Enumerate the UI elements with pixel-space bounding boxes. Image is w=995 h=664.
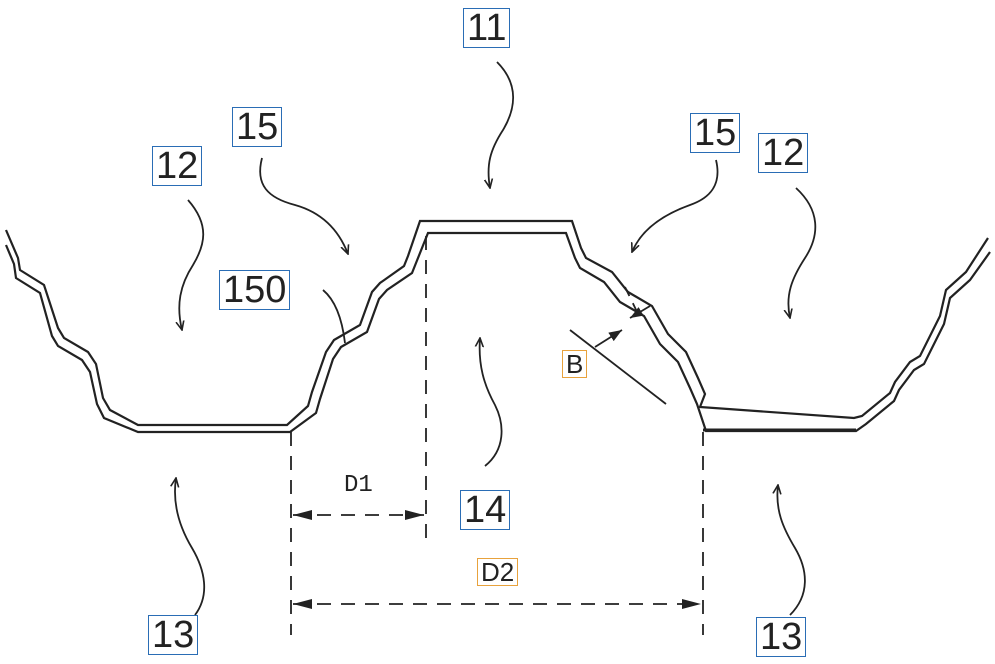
label-15-right: 15 <box>690 113 741 153</box>
profile-outer <box>4 219 989 427</box>
profile-inner <box>4 231 991 434</box>
dimension-extension-lines <box>290 236 704 635</box>
b-thickness-indicator <box>569 286 667 405</box>
leader-arrows <box>175 61 817 616</box>
leader-11 <box>489 61 515 188</box>
leader-12-left <box>179 199 204 330</box>
label-11: 11 <box>463 8 511 48</box>
label-13-left: 13 <box>148 615 199 655</box>
leader-12-right <box>788 187 817 318</box>
leader-150 <box>322 289 346 344</box>
label-d1: D1 <box>344 472 373 499</box>
d1-dimension <box>293 510 424 520</box>
d2-dimension <box>293 599 701 609</box>
leader-13-right <box>777 485 806 616</box>
leader-13-left <box>175 478 206 616</box>
label-12-right: 12 <box>758 133 809 173</box>
label-13-right: 13 <box>756 617 807 657</box>
leader-15-left <box>259 157 348 254</box>
label-12-left: 12 <box>152 146 203 186</box>
leader-15-right <box>632 159 719 252</box>
label-150: 150 <box>219 270 291 310</box>
label-14: 14 <box>460 490 511 530</box>
label-15-left: 15 <box>232 107 283 147</box>
label-b: B <box>562 350 588 378</box>
leader-14 <box>480 338 503 467</box>
label-d2: D2 <box>477 558 519 586</box>
